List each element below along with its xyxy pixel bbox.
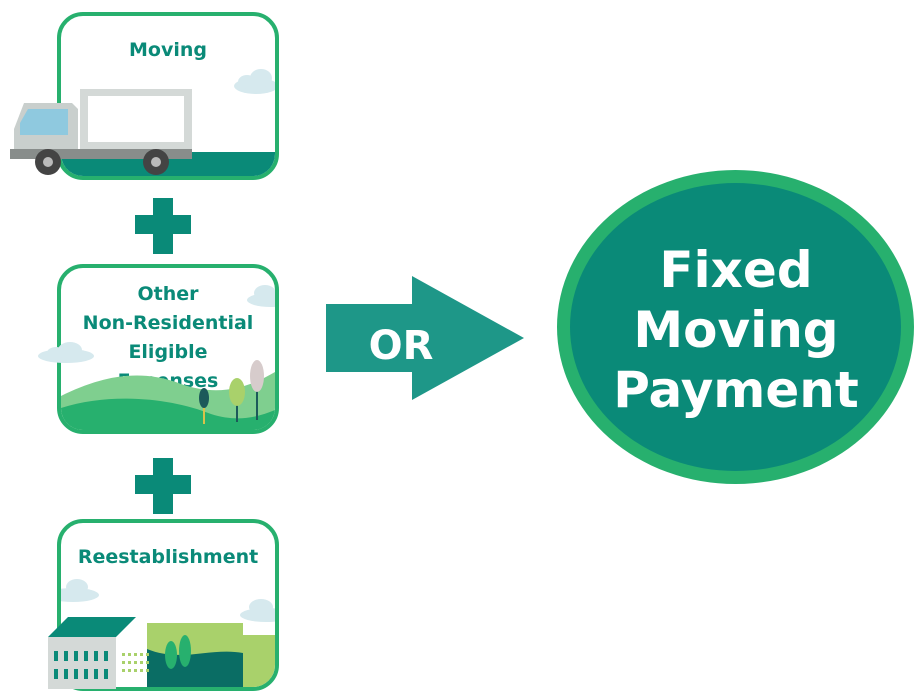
hill-front [61,398,275,430]
cloud-icon [247,285,275,307]
moving-card-title: Moving [129,39,207,61]
landscape-icon [147,623,275,687]
or-label: OR [368,323,434,369]
result-text: Fixed Moving Payment [586,240,886,420]
title-line: Other [137,283,199,305]
tree-icon [199,388,209,424]
cloud-icon [234,69,275,94]
plus-icon [135,458,191,514]
result-line: Payment [613,361,859,419]
town-scene [61,579,275,687]
hills-scene [61,285,275,430]
tree-icon [250,360,264,420]
title-line: Non-Residential [82,312,254,334]
other-expenses-card: Other Non-Residential Eligible Expenses [57,264,279,434]
building-icon [48,617,149,689]
title-line: Eligible [128,341,208,363]
tree-icon [229,378,245,422]
arrow-right-icon [326,276,524,400]
plus-icon [135,198,191,254]
result-line: Fixed [659,241,813,299]
cloud-icon [38,342,94,363]
cloud-icon [240,599,275,622]
result-line: Moving [633,301,839,359]
moving-truck-icon [10,89,192,175]
cloud-icon [61,579,99,602]
reestablishment-card-title: Reestablishment [77,546,259,568]
